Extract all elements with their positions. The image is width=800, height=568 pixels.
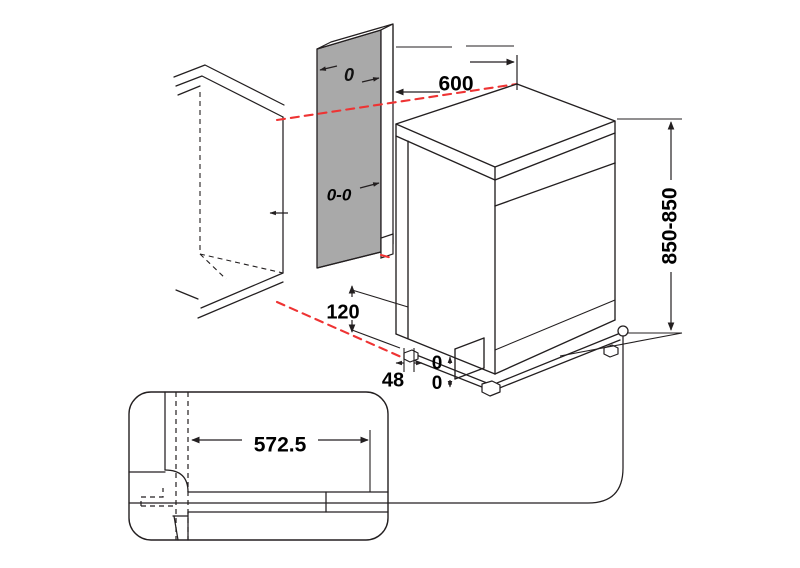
dimension-120 bbox=[348, 285, 409, 349]
panel-thickness-arrows bbox=[319, 65, 380, 83]
panel-thickness-label: 0 bbox=[344, 65, 354, 85]
dimension-600-label: 600 bbox=[438, 73, 473, 96]
dimension-600 bbox=[392, 25, 518, 100]
adjacent-cabinet bbox=[173, 64, 285, 319]
rear-leg-circle bbox=[617, 325, 629, 337]
left-base-foot bbox=[403, 349, 419, 363]
detail-callout-frame bbox=[128, 391, 389, 541]
dimension-base-offset bbox=[447, 356, 453, 388]
dimension-572-5-label: 572.5 bbox=[254, 434, 307, 457]
dimension-850-850 bbox=[617, 118, 682, 334]
dishwasher-appliance bbox=[395, 83, 616, 380]
grey-side-panel bbox=[316, 23, 394, 269]
dimension-850-850-label: 850-850 bbox=[659, 187, 682, 264]
panel-section-label: 0-0 bbox=[327, 185, 352, 204]
dimension-48-label: 48 bbox=[382, 369, 404, 391]
base-offset-label-bottom: 0 bbox=[432, 373, 443, 394]
detail-view-callout bbox=[128, 391, 389, 541]
rear-adjustable-foot bbox=[603, 344, 619, 358]
front-adjustable-foot bbox=[481, 380, 501, 397]
panel-section-arrow bbox=[359, 182, 380, 189]
alignment-dashed-lines bbox=[275, 82, 519, 362]
dimension-120-label: 120 bbox=[326, 301, 359, 323]
dimension-572-5 bbox=[191, 430, 371, 492]
base-extension-tick bbox=[559, 332, 683, 357]
detail-callout-leader bbox=[128, 335, 624, 504]
base-offset-label-top: 0 bbox=[432, 353, 443, 374]
dimension-48 bbox=[395, 348, 423, 372]
cabinet-hidden-edges bbox=[199, 92, 284, 280]
detail-view-geometry bbox=[128, 391, 389, 541]
detail-view-hidden-lines bbox=[140, 392, 189, 540]
